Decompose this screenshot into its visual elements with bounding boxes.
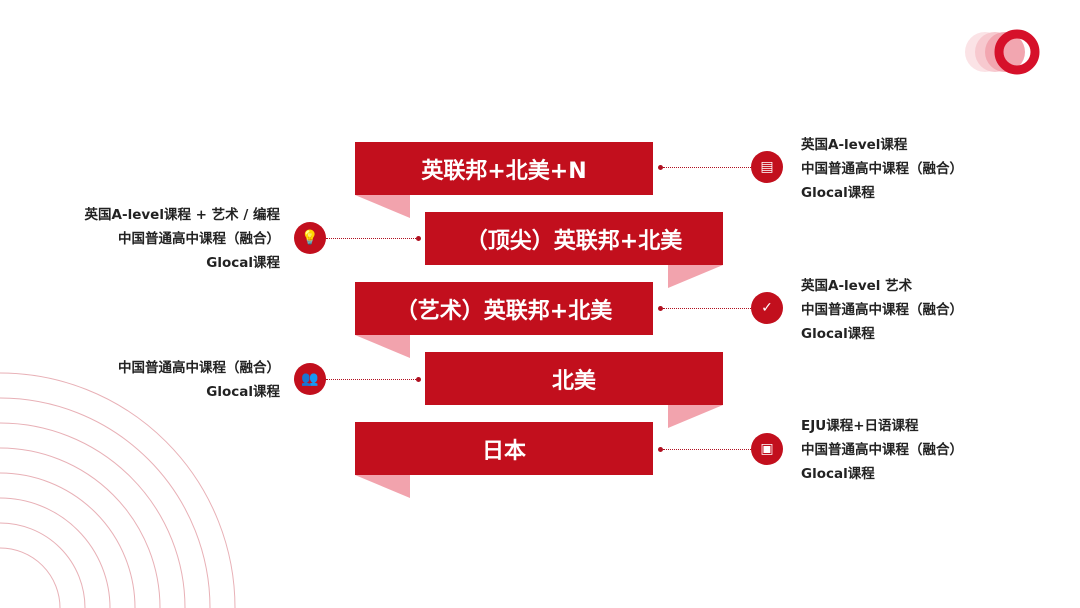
- clipboard-icon: ▣: [751, 433, 783, 465]
- connector-line: [663, 308, 751, 309]
- course-item: EJU课程+日语课程: [801, 418, 919, 434]
- course-item: 中国普通高中课程（融合）: [118, 231, 280, 247]
- banner-top-uk-na: （顶尖）英联邦+北美: [425, 212, 723, 265]
- connector-dot: [658, 306, 663, 311]
- course-item: Glocal课程: [801, 466, 875, 482]
- connector-line: [663, 167, 751, 168]
- course-item: Glocal课程: [801, 185, 875, 201]
- course-item: 中国普通高中课程（融合）: [801, 161, 963, 177]
- logo-rings-icon: [965, 29, 1040, 75]
- banner-japan: 日本: [355, 422, 653, 475]
- banner-uk-na-n: 英联邦+北美+N: [355, 142, 653, 195]
- course-list: EJU课程+日语课程 中国普通高中课程（融合） Glocal课程: [801, 414, 963, 486]
- connector-dot: [658, 447, 663, 452]
- course-item: 中国普通高中课程（融合）: [801, 442, 963, 458]
- connector-dot: [416, 377, 421, 382]
- course-item: 英国A-level课程 + 艺术 / 编程: [84, 207, 280, 223]
- banner-na: 北美: [425, 352, 723, 405]
- course-list: 英国A-level课程 + 艺术 / 编程 中国普通高中课程（融合） Gloca…: [85, 203, 280, 275]
- course-item: 英国A-level 艺术: [801, 278, 913, 294]
- connector-line: [326, 238, 416, 239]
- banner-label: 英联邦+北美+N: [421, 158, 587, 184]
- document-icon: ▤: [751, 151, 783, 183]
- course-item: Glocal课程: [801, 326, 875, 342]
- banner-label: 日本: [481, 438, 526, 464]
- course-item: Glocal课程: [206, 255, 280, 271]
- course-list: 英国A-level课程 中国普通高中课程（融合） Glocal课程: [801, 133, 963, 205]
- connector-line: [326, 379, 416, 380]
- badge-icon: ✓: [751, 292, 783, 324]
- lightbulb-icon: 💡: [294, 222, 326, 254]
- course-list: 中国普通高中课程（融合） Glocal课程: [118, 356, 280, 404]
- banner-label: （艺术）英联邦+北美: [395, 298, 613, 324]
- connector-line: [663, 449, 751, 450]
- connector-dot: [658, 165, 663, 170]
- course-item: 中国普通高中课程（融合）: [118, 360, 280, 376]
- course-item: Glocal课程: [206, 384, 280, 400]
- banner-art-uk-na: （艺术）英联邦+北美: [355, 282, 653, 335]
- users-icon: 👥: [294, 363, 326, 395]
- connector-dot: [416, 236, 421, 241]
- course-item: 中国普通高中课程（融合）: [801, 302, 963, 318]
- course-list: 英国A-level 艺术 中国普通高中课程（融合） Glocal课程: [801, 274, 963, 346]
- banner-label: （顶尖）英联邦+北美: [465, 228, 683, 254]
- course-item: 英国A-level课程: [801, 137, 908, 153]
- banner-label: 北美: [551, 368, 596, 394]
